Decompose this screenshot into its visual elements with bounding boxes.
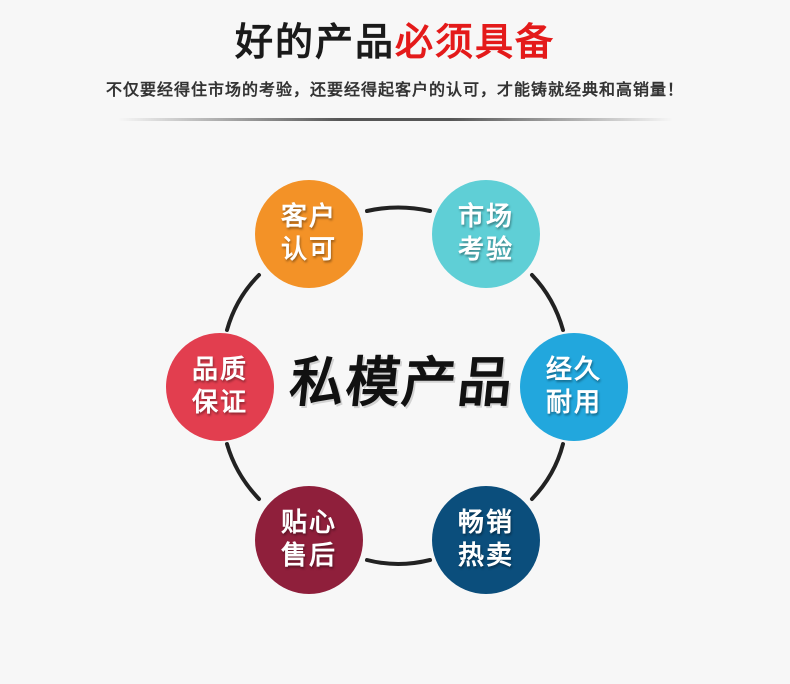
node-bestseller-line1: 畅销: [457, 508, 514, 538]
node-durable-line2: 耐用: [545, 388, 602, 418]
arc-durable-bestseller: [530, 442, 565, 501]
title-black-part: 好的产品: [234, 20, 395, 64]
node-quality-guarantee: 品质 保证: [166, 333, 274, 441]
node-customer-line2: 认可: [280, 235, 337, 265]
arc-market-durable: [530, 273, 565, 332]
center-label: 私模产品: [286, 351, 518, 414]
node-customer-line1: 客户: [280, 202, 337, 232]
page-title: 好的产品必须具备: [0, 14, 790, 70]
node-market-test: 市场 考验: [432, 180, 540, 288]
arc-customer-market: [365, 205, 432, 213]
node-bestseller: 畅销 热卖: [432, 486, 540, 594]
node-market-line2: 考验: [457, 235, 514, 265]
node-bestseller-line2: 热卖: [457, 541, 514, 571]
arc-quality-customer: [225, 273, 261, 332]
header-divider: [118, 118, 673, 121]
node-service-line2: 售后: [280, 541, 337, 571]
node-quality-line1: 品质: [191, 355, 248, 385]
node-market-line1: 市场: [457, 202, 514, 232]
arc-bestseller-service: [365, 558, 432, 566]
node-service-line1: 贴心: [280, 508, 337, 538]
title-red-part: 必须具备: [395, 20, 556, 64]
node-quality-line2: 保证: [191, 388, 248, 418]
node-after-sales-service: 贴心 售后: [255, 486, 363, 594]
page-subtitle: 不仅要经得住市场的考验，还要经得起客户的认可，才能铸就经典和高销量！: [105, 80, 684, 99]
arc-service-quality: [225, 442, 261, 501]
node-durable-line1: 经久: [545, 355, 602, 385]
node-customer-approval: 客户 认可: [255, 180, 363, 288]
node-durable: 经久 耐用: [520, 333, 628, 441]
